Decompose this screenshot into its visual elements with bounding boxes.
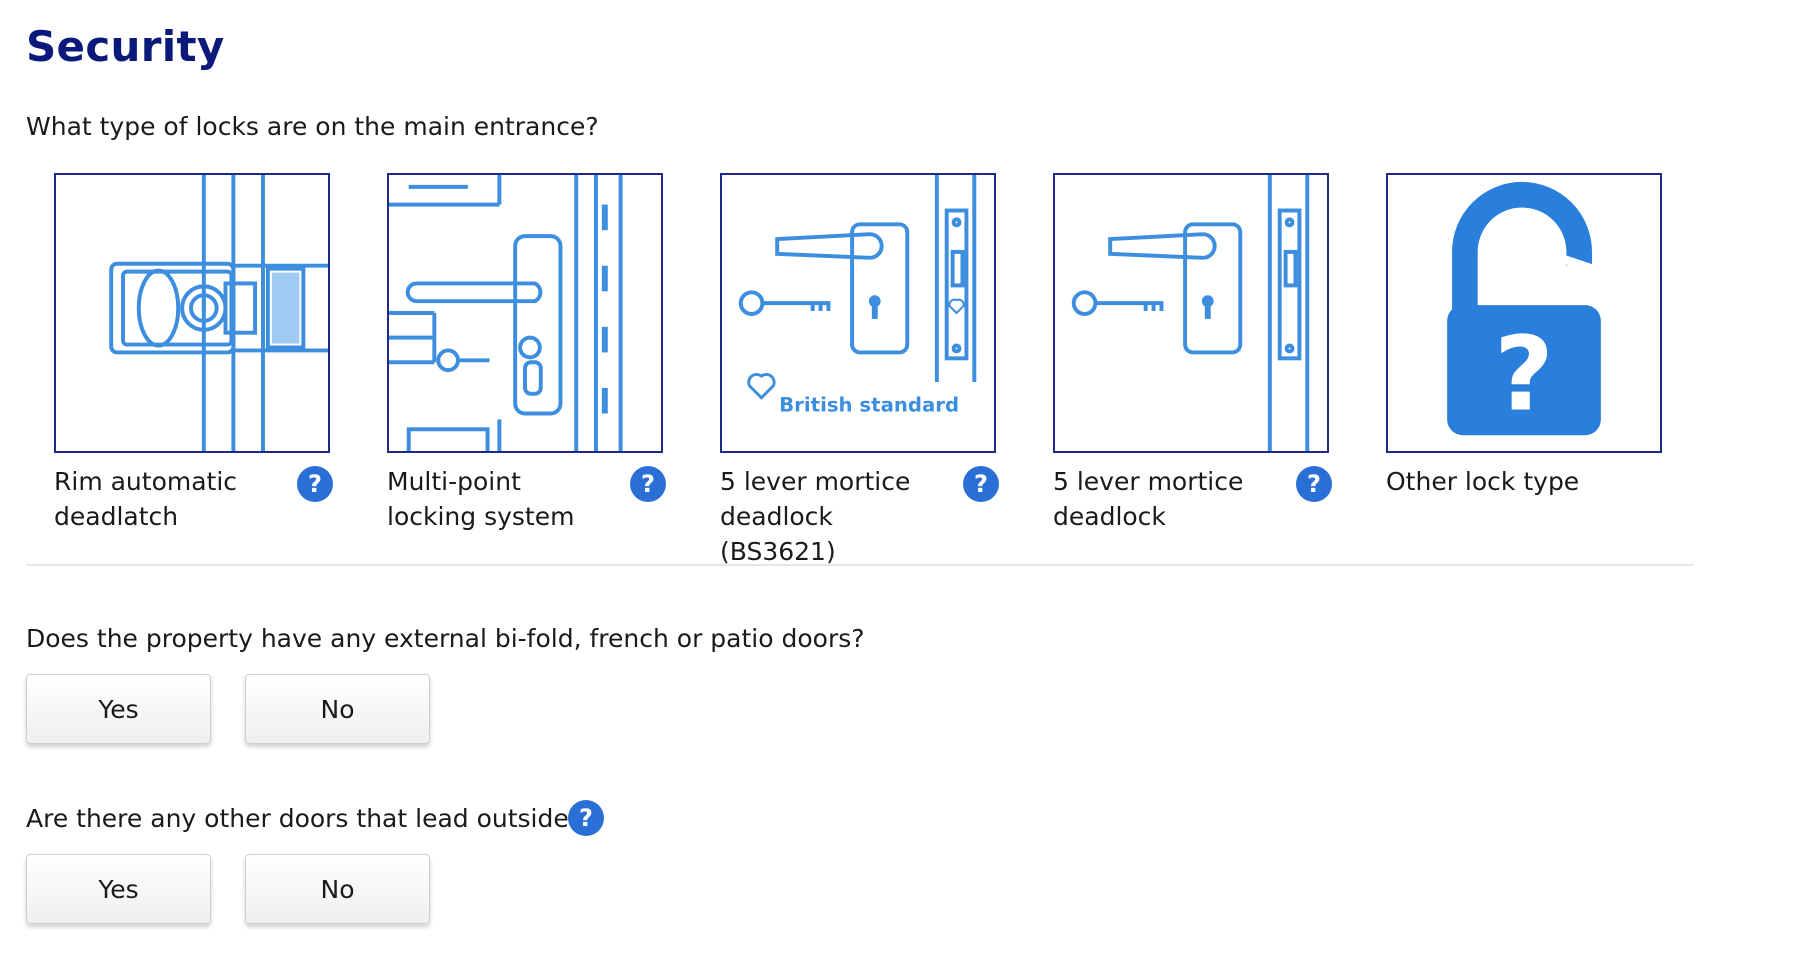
lock-option-mortice[interactable]: 5 lever mortice deadlock ? xyxy=(1053,173,1332,539)
other-doors-question: Are there any other doors that lead outs… xyxy=(26,804,583,833)
lock-image[interactable]: ? xyxy=(1386,173,1662,453)
lock-option-other[interactable]: ? Other lock type xyxy=(1386,173,1664,539)
mortice-deadlock-icon xyxy=(1071,175,1310,451)
help-icon[interactable]: ? xyxy=(963,466,999,502)
lock-label: 5 lever mortice deadlock xyxy=(1053,467,1244,531)
other-doors-choices: Yes No xyxy=(26,854,430,924)
lock-label: Rim automatic deadlatch xyxy=(54,467,238,531)
other-doors-no-button[interactable]: No xyxy=(245,854,430,924)
lock-image[interactable] xyxy=(1053,173,1329,453)
british-standard-badge: British standard xyxy=(779,394,959,417)
multipoint-lock-icon xyxy=(389,175,623,451)
patio-doors-no-button[interactable]: No xyxy=(245,674,430,744)
patio-doors-choices: Yes No xyxy=(26,674,430,744)
patio-doors-yes-button[interactable]: Yes xyxy=(26,674,211,744)
other-doors-yes-button[interactable]: Yes xyxy=(26,854,211,924)
lock-label: Other lock type xyxy=(1386,467,1580,496)
lock-type-question: What type of locks are on the main entra… xyxy=(26,112,599,141)
lock-image[interactable] xyxy=(54,173,330,453)
lock-option-rim-deadlatch[interactable]: Rim automatic deadlatch ? xyxy=(54,173,333,539)
lock-label-row: Other lock type xyxy=(1386,464,1664,539)
lock-label: 5 lever mortice deadlock (BS3621) xyxy=(720,467,911,566)
help-icon[interactable]: ? xyxy=(568,800,604,836)
lock-label-row: 5 lever mortice deadlock ? xyxy=(1053,464,1332,539)
lock-option-multi-point[interactable]: Multi-point locking system ? xyxy=(387,173,666,539)
help-icon[interactable]: ? xyxy=(297,466,333,502)
lock-type-options: Rim automatic deadlatch ? xyxy=(54,173,1704,566)
help-icon[interactable]: ? xyxy=(1296,466,1332,502)
lock-image[interactable]: British standard xyxy=(720,173,996,453)
lock-image[interactable] xyxy=(387,173,663,453)
padlock-question-icon: ? xyxy=(1447,182,1601,436)
question-glyph: ? xyxy=(1494,316,1553,435)
lock-option-mortice-bs3621[interactable]: British standard 5 lever mortice deadloc… xyxy=(720,173,999,566)
patio-doors-question: Does the property have any external bi-f… xyxy=(26,624,865,653)
section-divider xyxy=(26,564,1694,566)
lock-label-row: 5 lever mortice deadlock (BS3621) ? xyxy=(720,464,999,566)
lock-label: Multi-point locking system xyxy=(387,467,575,531)
bs3621-mortice-deadlock-icon: British standard xyxy=(738,175,977,417)
page-title: Security xyxy=(26,22,225,71)
help-icon[interactable]: ? xyxy=(630,466,666,502)
lock-label-row: Rim automatic deadlatch ? xyxy=(54,464,333,539)
lock-label-row: Multi-point locking system ? xyxy=(387,464,666,539)
rim-deadlatch-icon xyxy=(109,175,328,451)
